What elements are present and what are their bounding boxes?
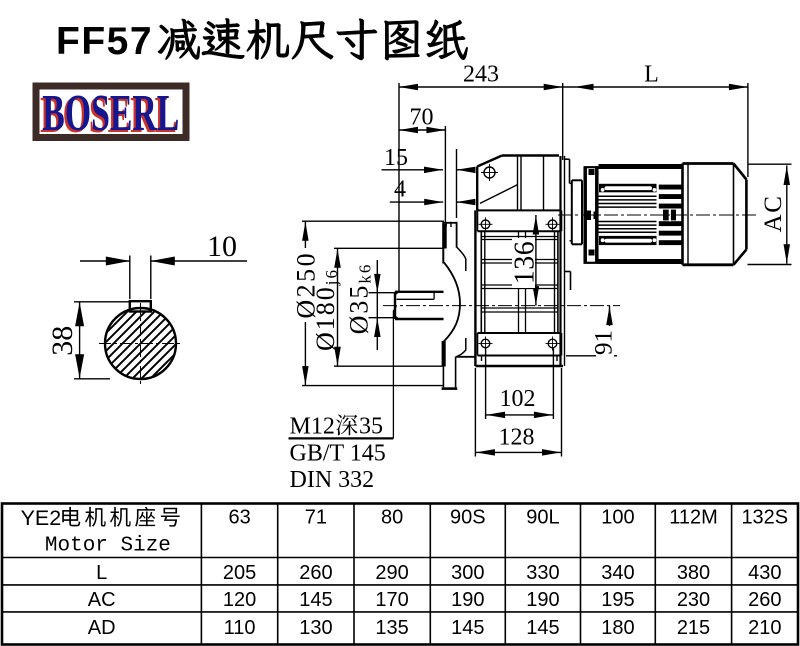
svg-text:330: 330 xyxy=(526,562,559,584)
svg-text:430: 430 xyxy=(748,562,781,584)
svg-text:380: 380 xyxy=(677,562,710,584)
svg-text:63: 63 xyxy=(228,507,250,529)
svg-text:Ø250: Ø250 xyxy=(292,251,321,319)
svg-text:FF57: FF57 xyxy=(56,20,153,63)
svg-text:4: 4 xyxy=(394,177,406,203)
svg-text:340: 340 xyxy=(601,562,634,584)
svg-text:170: 170 xyxy=(375,589,408,611)
svg-text:145: 145 xyxy=(451,617,484,639)
svg-text:90S: 90S xyxy=(450,507,486,529)
svg-text:AD: AD xyxy=(88,617,116,639)
svg-text:15: 15 xyxy=(384,145,408,171)
svg-text:190: 190 xyxy=(451,589,484,611)
svg-text:243: 243 xyxy=(463,62,499,88)
svg-text:M12: M12 xyxy=(290,414,335,440)
svg-text:10: 10 xyxy=(207,230,237,263)
svg-text:120: 120 xyxy=(223,589,256,611)
svg-text:145: 145 xyxy=(299,589,332,611)
svg-text:91: 91 xyxy=(591,330,618,355)
svg-text:GB/T 145: GB/T 145 xyxy=(290,441,386,467)
svg-text:230: 230 xyxy=(677,589,710,611)
svg-text:128: 128 xyxy=(499,425,535,451)
svg-text:136: 136 xyxy=(510,241,541,285)
svg-text:100: 100 xyxy=(601,507,634,529)
svg-text:38: 38 xyxy=(46,326,79,356)
svg-text:110: 110 xyxy=(224,617,256,639)
svg-text:35: 35 xyxy=(359,414,383,440)
svg-text:145: 145 xyxy=(526,617,559,639)
svg-text:300: 300 xyxy=(451,562,484,584)
svg-text:102: 102 xyxy=(500,386,536,412)
svg-text:132S: 132S xyxy=(741,507,788,529)
svg-text:L: L xyxy=(96,562,107,584)
svg-text:70: 70 xyxy=(410,105,434,131)
svg-text:210: 210 xyxy=(748,617,781,639)
svg-text:80: 80 xyxy=(381,507,403,529)
svg-text:205: 205 xyxy=(223,562,256,584)
svg-text:71: 71 xyxy=(305,507,327,529)
svg-text:DIN 332: DIN 332 xyxy=(290,467,375,493)
svg-text:260: 260 xyxy=(748,589,781,611)
svg-text:260: 260 xyxy=(299,562,332,584)
svg-text:290: 290 xyxy=(375,562,408,584)
svg-text:Motor Size: Motor Size xyxy=(45,534,171,557)
svg-text:195: 195 xyxy=(601,589,634,611)
svg-text:AC: AC xyxy=(760,195,787,233)
svg-text:AC: AC xyxy=(88,589,116,611)
svg-text:L: L xyxy=(644,62,659,88)
svg-text:130: 130 xyxy=(299,617,332,639)
svg-text:190: 190 xyxy=(526,589,559,611)
svg-text:YE2: YE2 xyxy=(21,506,62,530)
svg-text:135: 135 xyxy=(375,617,408,639)
svg-text:215: 215 xyxy=(677,617,710,639)
svg-text:90L: 90L xyxy=(526,507,559,529)
svg-text:180: 180 xyxy=(601,617,634,639)
svg-text:BOSERL: BOSERL xyxy=(42,85,179,142)
svg-text:112M: 112M xyxy=(669,507,718,529)
svg-text:BOSERL: BOSERL xyxy=(40,87,177,144)
